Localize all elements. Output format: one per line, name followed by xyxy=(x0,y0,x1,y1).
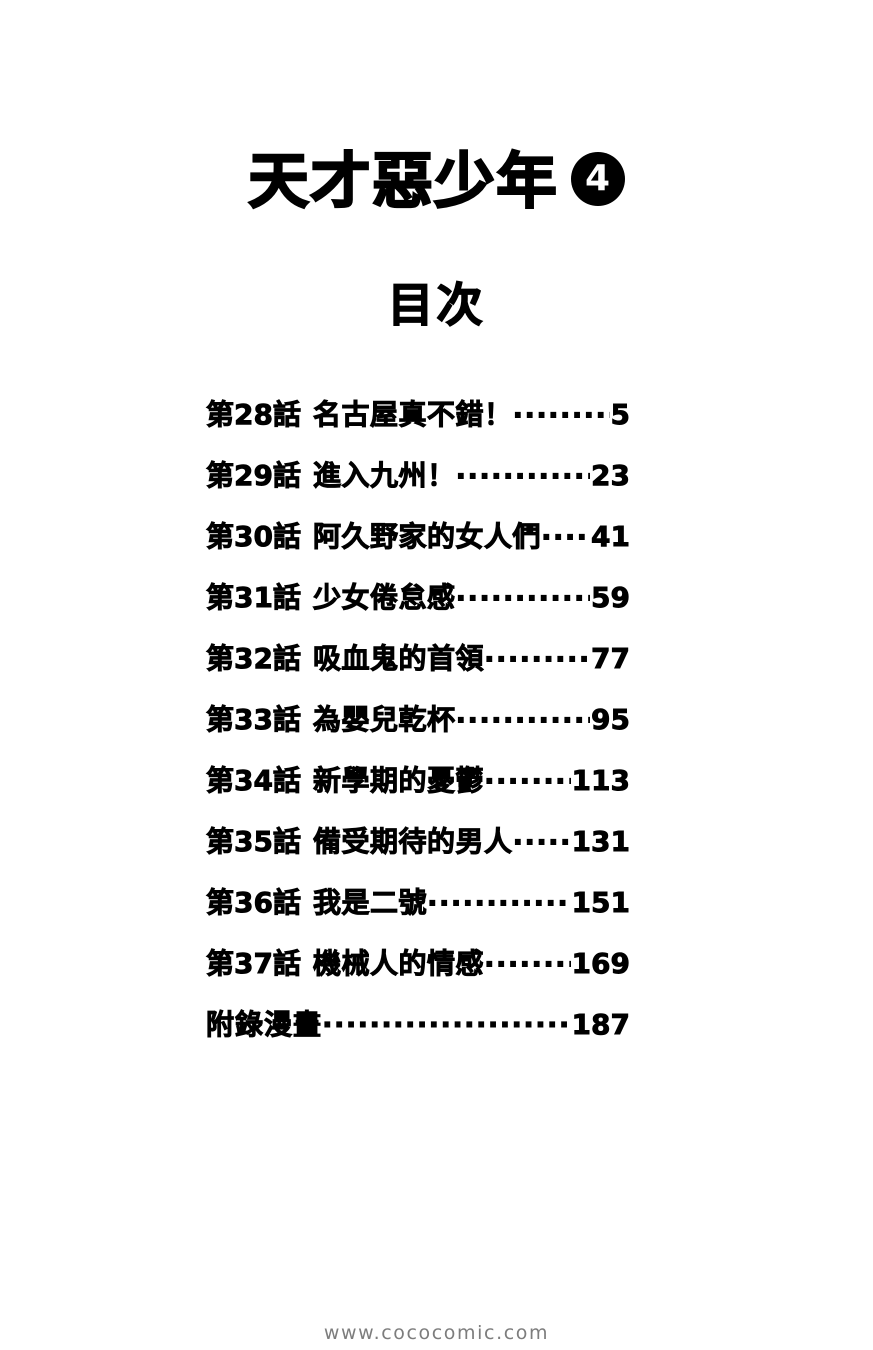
toc-chapter-number: 第31話 xyxy=(206,581,302,615)
toc-chapter-title: 阿久野家的女人們 xyxy=(313,520,542,554)
toc-dot-leader xyxy=(456,462,591,490)
toc-page-number: 169 xyxy=(571,947,630,981)
toc-dot-leader xyxy=(456,706,591,734)
toc-chapter-title: 少女倦怠感 xyxy=(313,581,456,615)
toc-entry[interactable]: 第32話 吸血鬼的首領 77 xyxy=(206,628,631,689)
book-title: 天才惡少年 xyxy=(247,147,559,217)
toc-dot-leader xyxy=(484,950,571,978)
toc-chapter-title: 進入九州！ xyxy=(313,459,456,493)
toc-entry[interactable]: 第36話 我是二號 151 xyxy=(206,872,631,933)
toc-page-number: 59 xyxy=(591,581,631,615)
toc-chapter-title: 我是二號 xyxy=(313,886,428,920)
toc-dot-leader xyxy=(456,584,591,612)
toc-page-number: 41 xyxy=(591,520,631,554)
toc-chapter-number: 第35話 xyxy=(206,825,302,859)
toc-chapter-title: 附錄漫畫 xyxy=(206,1008,323,1042)
toc-entry-appendix[interactable]: 附錄漫畫 187 xyxy=(206,994,631,1056)
toc-entry[interactable]: 第28話 名古屋真不錯！ 5 xyxy=(206,384,631,445)
toc-entry[interactable]: 第35話 備受期待的男人 131 xyxy=(206,811,631,872)
toc-dot-leader xyxy=(484,767,571,795)
toc-dot-leader xyxy=(513,401,610,429)
volume-number-badge: 4 xyxy=(570,152,625,206)
toc-dot-leader xyxy=(322,1011,571,1039)
toc-chapter-title: 機械人的情感 xyxy=(313,947,485,981)
toc-chapter-number: 第37話 xyxy=(206,947,302,981)
toc-chapter-number: 第28話 xyxy=(206,398,302,432)
toc-page-number: 187 xyxy=(571,1008,630,1042)
toc-chapter-number: 第33話 xyxy=(206,703,302,737)
toc-entry[interactable]: 第29話 進入九州！ 23 xyxy=(206,445,631,506)
toc-page-number: 23 xyxy=(591,459,631,493)
toc-dot-leader xyxy=(513,828,571,856)
toc-chapter-number: 第36話 xyxy=(206,886,302,920)
toc-chapter-number: 第32話 xyxy=(206,642,302,676)
toc-chapter-title: 新學期的憂鬱 xyxy=(313,764,485,798)
toc-entry[interactable]: 第30話 阿久野家的女人們 41 xyxy=(206,506,631,567)
toc-chapter-title: 為嬰兒乾杯 xyxy=(313,703,456,737)
toc-page-number: 95 xyxy=(591,703,631,737)
toc-page-number: 131 xyxy=(571,825,630,859)
toc-chapter-title: 吸血鬼的首領 xyxy=(313,642,485,676)
toc-page-number: 113 xyxy=(571,764,630,798)
toc-entry[interactable]: 第31話 少女倦怠感 59 xyxy=(206,567,631,628)
toc-chapter-title: 名古屋真不錯！ xyxy=(313,398,513,432)
toc-dot-leader xyxy=(484,645,590,673)
toc-page-number: 151 xyxy=(571,886,630,920)
toc-entry[interactable]: 第33話 為嬰兒乾杯 95 xyxy=(206,689,631,750)
toc-entry[interactable]: 第34話 新學期的憂鬱 113 xyxy=(206,750,631,811)
toc-chapter-title: 備受期待的男人 xyxy=(313,825,513,859)
toc-page-number: 5 xyxy=(610,398,630,432)
site-watermark: www.cococomic.com xyxy=(323,1322,550,1344)
toc-chapter-number: 第30話 xyxy=(206,520,302,554)
toc-dot-leader xyxy=(541,523,590,551)
toc-entry[interactable]: 第37話 機械人的情感 169 xyxy=(206,933,631,994)
toc-list: 第28話 名古屋真不錯！ 5 第29話 進入九州！ 23 第30話 阿久野家的女… xyxy=(206,384,631,1056)
toc-dot-leader xyxy=(427,889,571,917)
toc-heading: 目次 xyxy=(387,277,486,332)
toc-chapter-number: 第34話 xyxy=(206,764,302,798)
toc-chapter-number: 第29話 xyxy=(206,459,302,493)
toc-page-number: 77 xyxy=(591,642,631,676)
